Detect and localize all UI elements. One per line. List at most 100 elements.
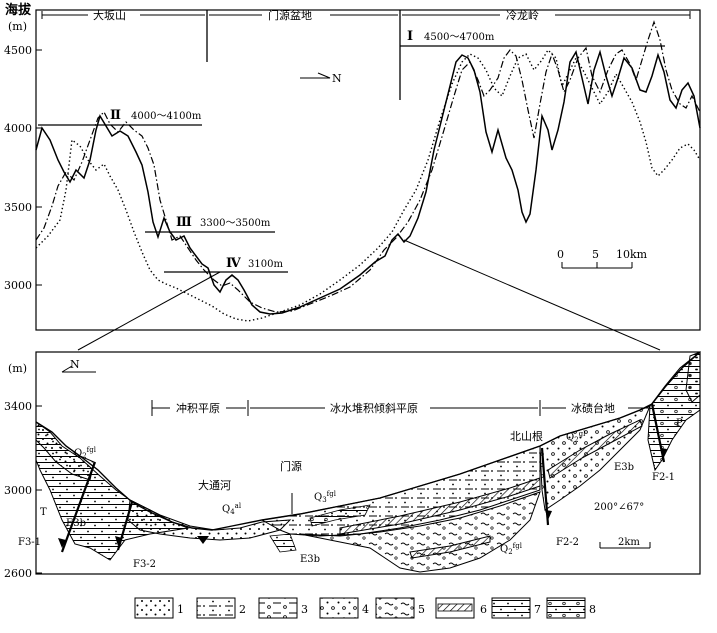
region-label-dabanshan: 大坂山 — [93, 8, 126, 22]
svg-text:3100m: 3100m — [248, 259, 283, 270]
legend-item-2: 2 — [196, 597, 246, 619]
legend-item-7: 7 — [491, 597, 541, 619]
bottom-axis-unit: (m) — [8, 362, 27, 375]
connector-left — [77, 271, 221, 351]
zone-header: 冲积平原 冰水堆积倾斜平原 冰碛台地 — [151, 400, 650, 416]
top-ytick-label: 3500 — [4, 201, 32, 214]
surface-label-1: Ⅰ 4500～4700m — [407, 29, 495, 44]
svg-text:5: 5 — [592, 248, 599, 261]
top-north-arrow: N — [300, 72, 342, 85]
stratum-label-e3b-mid: E3b — [300, 554, 320, 565]
surface-label-2: Ⅱ 4000～4100m — [110, 108, 202, 123]
place-label-menyuan: 门源 — [280, 459, 302, 473]
stratum-right-upper — [685, 351, 701, 403]
top-ytick-label: 3000 — [4, 279, 32, 292]
bottom-ytick-label: 3000 — [4, 484, 32, 497]
attitude-label: 200°∠67° — [594, 502, 644, 513]
stratum-clay-band — [339, 477, 541, 535]
topography-panel: 海拔 (m) 4500 4000 3500 3000 大坂山 门源盆地 冷龙岭 — [4, 2, 701, 331]
faults — [58, 403, 667, 553]
fault-f3-2 — [116, 501, 134, 551]
legend-item-3: 3 — [258, 597, 308, 619]
region-label-menyuan-basin: 门源盆地 — [268, 8, 312, 22]
section-labels: T Q2fgl E3b F3-1 F3-2 大通河 Q4al 门源 Q3fgl … — [18, 418, 683, 570]
stratum-label-q3: Q3fgl — [314, 490, 337, 504]
svg-text:N: N — [70, 358, 80, 371]
place-label-beishangen: 北山根 — [510, 429, 543, 443]
stratum-moraine-band — [547, 419, 643, 479]
svg-text:4500～4700m: 4500～4700m — [424, 32, 495, 43]
top-axis-unit: (m) — [8, 20, 27, 33]
stratum-clay-band-lower — [409, 535, 491, 559]
fault-label-f2-1: F2-1 — [652, 472, 675, 483]
svg-text:3300～3500m: 3300～3500m — [200, 218, 271, 229]
svg-text:7: 7 — [534, 603, 541, 616]
stratum-label-p: P — [676, 418, 683, 429]
legend-item-6: 6 — [435, 597, 487, 619]
svg-text:8: 8 — [589, 603, 596, 616]
zone-label-moraine-platform: 冰碛台地 — [571, 401, 615, 415]
surface-label-4: Ⅳ 3100m — [226, 256, 283, 271]
stratum-moraine — [539, 405, 651, 511]
svg-text:4000～4100m: 4000～4100m — [131, 111, 202, 122]
fault-f3-1 — [60, 461, 97, 553]
svg-text:2: 2 — [239, 603, 246, 616]
stratum-q3-patch — [309, 504, 371, 527]
zone-label-outwash-plain: 冰水堆积倾斜平原 — [330, 402, 418, 415]
legend-item-8: 8 — [546, 597, 596, 619]
top-ytick-label: 4000 — [4, 122, 32, 135]
stratum-label-q2-mid: Q2fgl — [500, 542, 523, 556]
profile-dotted — [35, 48, 701, 322]
bottom-scale-bar: 2km — [599, 537, 651, 549]
svg-text:3: 3 — [301, 603, 308, 616]
bottom-frame — [35, 351, 701, 575]
svg-text:Ⅱ: Ⅱ — [110, 108, 121, 123]
bottom-north-arrow: N — [61, 358, 96, 373]
place-label-datong-river: 大通河 — [198, 478, 231, 492]
svg-text:10km: 10km — [616, 248, 648, 261]
fault-label-f3-1: F3-1 — [18, 537, 41, 548]
bottom-y-ticks: 3400 3000 2600 — [4, 400, 42, 580]
region-label-lenglongling: 冷龙岭 — [506, 8, 539, 22]
bottom-ytick-label: 2600 — [4, 567, 32, 580]
svg-text:0: 0 — [557, 248, 564, 261]
legend-item-4: 4 — [319, 597, 369, 619]
stratum-label-e3b-left: E3b — [66, 518, 86, 529]
svg-text:2km: 2km — [618, 537, 640, 548]
strata — [35, 350, 701, 573]
legend: 1 2 3 4 5 6 7 8 — [134, 597, 596, 619]
svg-text:1: 1 — [177, 603, 184, 616]
top-ytick-label: 4500 — [4, 44, 32, 57]
stratum-label-q2: Q2fgl — [74, 446, 97, 460]
fault-label-f3-2: F3-2 — [133, 559, 156, 570]
surface-label-3: Ⅲ 3300～3500m — [176, 215, 271, 230]
fault-label-f2-2: F2-2 — [556, 537, 579, 548]
stratum-label-t: T — [40, 507, 47, 518]
river-marker-icon — [197, 536, 209, 544]
svg-text:Ⅰ: Ⅰ — [407, 29, 413, 44]
stratum-label-e3b-right: E3b — [614, 462, 634, 473]
stratum-label-q4: Q4al — [222, 502, 242, 516]
svg-text:Ⅲ: Ⅲ — [176, 215, 192, 230]
top-region-header: 大坂山 门源盆地 冷龙岭 — [41, 8, 691, 100]
top-y-ticks: 4500 4000 3500 3000 — [4, 44, 42, 292]
ground-surface — [35, 351, 701, 531]
profile-solid — [35, 49, 701, 315]
bottom-ytick-label: 3400 — [4, 400, 32, 413]
top-scale-bar: 0 5 10km — [557, 248, 648, 269]
stratum-outwash-lower — [299, 491, 541, 573]
legend-item-5: 5 — [375, 597, 425, 619]
top-axis-title: 海拔 — [5, 2, 32, 18]
svg-text:4: 4 — [362, 603, 369, 616]
stratum-e3b-patch — [269, 533, 297, 553]
svg-text:5: 5 — [418, 603, 425, 616]
legend-item-1: 1 — [134, 597, 184, 619]
profile-dashdot — [35, 20, 701, 313]
connector-right — [403, 239, 661, 351]
north-arrow-label: N — [332, 72, 342, 85]
geologic-section-panel: (m) 3400 3000 2600 N 冲积平原 冰水堆积倾斜平原 — [4, 350, 701, 580]
zone-label-alluvial-plain: 冲积平原 — [176, 401, 220, 415]
svg-text:6: 6 — [480, 603, 487, 616]
topographic-profiles — [35, 20, 701, 322]
